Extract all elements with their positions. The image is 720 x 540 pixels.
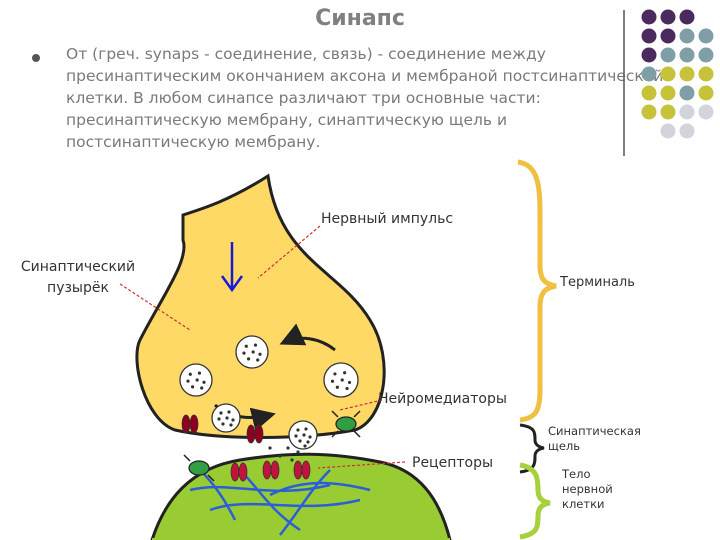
synaptic-vesicle [179,363,213,397]
decorative-dot [641,85,657,101]
synaptic-vesicle [323,362,359,398]
decorative-dot [641,28,657,44]
decorative-dot [679,9,695,25]
slide-title: Синапс [315,6,405,31]
postsynaptic-cell [150,452,452,540]
label-mediators: Нейромедиаторы [378,391,507,407]
decorative-dot [660,85,676,101]
vesicle-group [179,335,359,450]
receptor [181,414,199,434]
decorative-dot [641,104,657,120]
pointer-vesicle [119,283,191,331]
terminal-brace [517,159,557,423]
decorative-dot [660,9,676,25]
decorative-dot [641,47,657,63]
green-channel [335,416,357,432]
postsynaptic-receptors [230,460,311,482]
decorative-dot [698,28,714,44]
cleft-brace [519,423,545,474]
decorative-dot [698,104,714,120]
pointer-mediators [339,399,383,411]
vesicle-motion-arrow [279,323,336,352]
receptor [262,460,280,480]
label-cell-body: Тело нервной клетки [562,467,613,511]
green-channel [188,460,210,476]
bullet-dot [32,54,40,62]
label-receptors: Рецепторы [412,455,494,471]
decorative-dot [660,123,676,139]
synaptic-vesicle [211,403,241,433]
decorative-dot [698,66,714,82]
label-terminal: Терминаль [560,275,635,290]
synaptic-vesicle [235,335,269,369]
receptor [293,460,311,480]
decorative-dot [698,47,714,63]
decorative-dot [660,104,676,120]
pointer-impulse [257,225,321,279]
receptor [246,424,264,444]
label-cleft: Синаптическая щель [548,424,641,453]
pointer-receptors [317,461,406,469]
synaptic-vesicle [288,420,318,450]
decorative-dot [679,28,695,44]
decorative-dot [679,123,695,139]
decorative-dot [698,85,714,101]
receptor [230,462,248,482]
decorative-dot [679,47,695,63]
impulse-arrow [220,242,244,293]
label-vesicle: Синаптический пузырёк [20,259,136,296]
neurotransmitter-dots [268,444,307,462]
decorative-dot [660,28,676,44]
decorative-dot [641,66,657,82]
decorative-dot [679,104,695,120]
cell-body-brace [519,462,551,540]
decorative-dot [679,66,695,82]
decorative-dot [679,85,695,101]
decorative-dot [641,9,657,25]
presynaptic-receptors [181,414,264,444]
decorative-dot [660,47,676,63]
decorative-dot [660,66,676,82]
bullet-text: От (греч. synaps - соединение, связь) - … [66,45,664,151]
label-impulse: Нервный импульс [321,211,454,227]
